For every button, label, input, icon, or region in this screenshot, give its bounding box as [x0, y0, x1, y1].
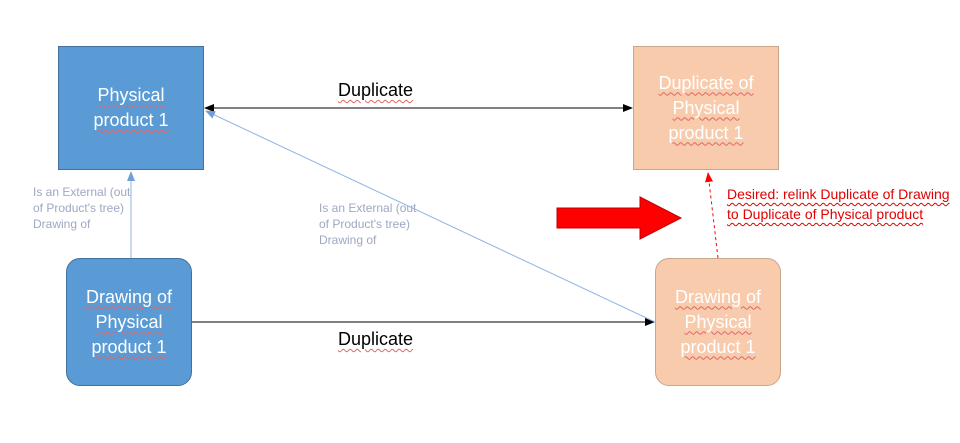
duplicate-drawing-node[interactable]: Drawing of Physical product 1	[655, 258, 781, 386]
duplicate-bottom-label: Duplicate	[338, 329, 414, 349]
desired-relink-connector	[705, 172, 719, 259]
external-link-mid-label: Is an External (out of Product's tree) D…	[319, 201, 417, 247]
physical-product-node[interactable]: Physical product 1	[58, 46, 204, 170]
external-link-left-label: Is an External (out of Product's tree) D…	[33, 185, 131, 231]
red-block-arrow	[556, 196, 683, 240]
duplicate-top-label: Duplicate	[338, 80, 414, 100]
physical-product-label: Physical product 1	[93, 85, 169, 130]
duplicate-physical-product-label: Duplicate of Physical product 1	[658, 72, 754, 143]
desired-annotation: Desired: relink Duplicate of Drawing to …	[727, 184, 957, 224]
drawing-label: Drawing of Physical product 1	[85, 286, 173, 357]
duplicate-drawing-label: Drawing of Physical product 1	[674, 286, 762, 357]
external-link-diagonal-connector	[205, 110, 656, 323]
drawing-node[interactable]: Drawing of Physical product 1	[66, 258, 192, 386]
desired-annotation-text: Desired: relink Duplicate of Drawing to …	[727, 186, 950, 222]
duplicate-physical-product-node[interactable]: Duplicate of Physical product 1	[633, 46, 779, 170]
